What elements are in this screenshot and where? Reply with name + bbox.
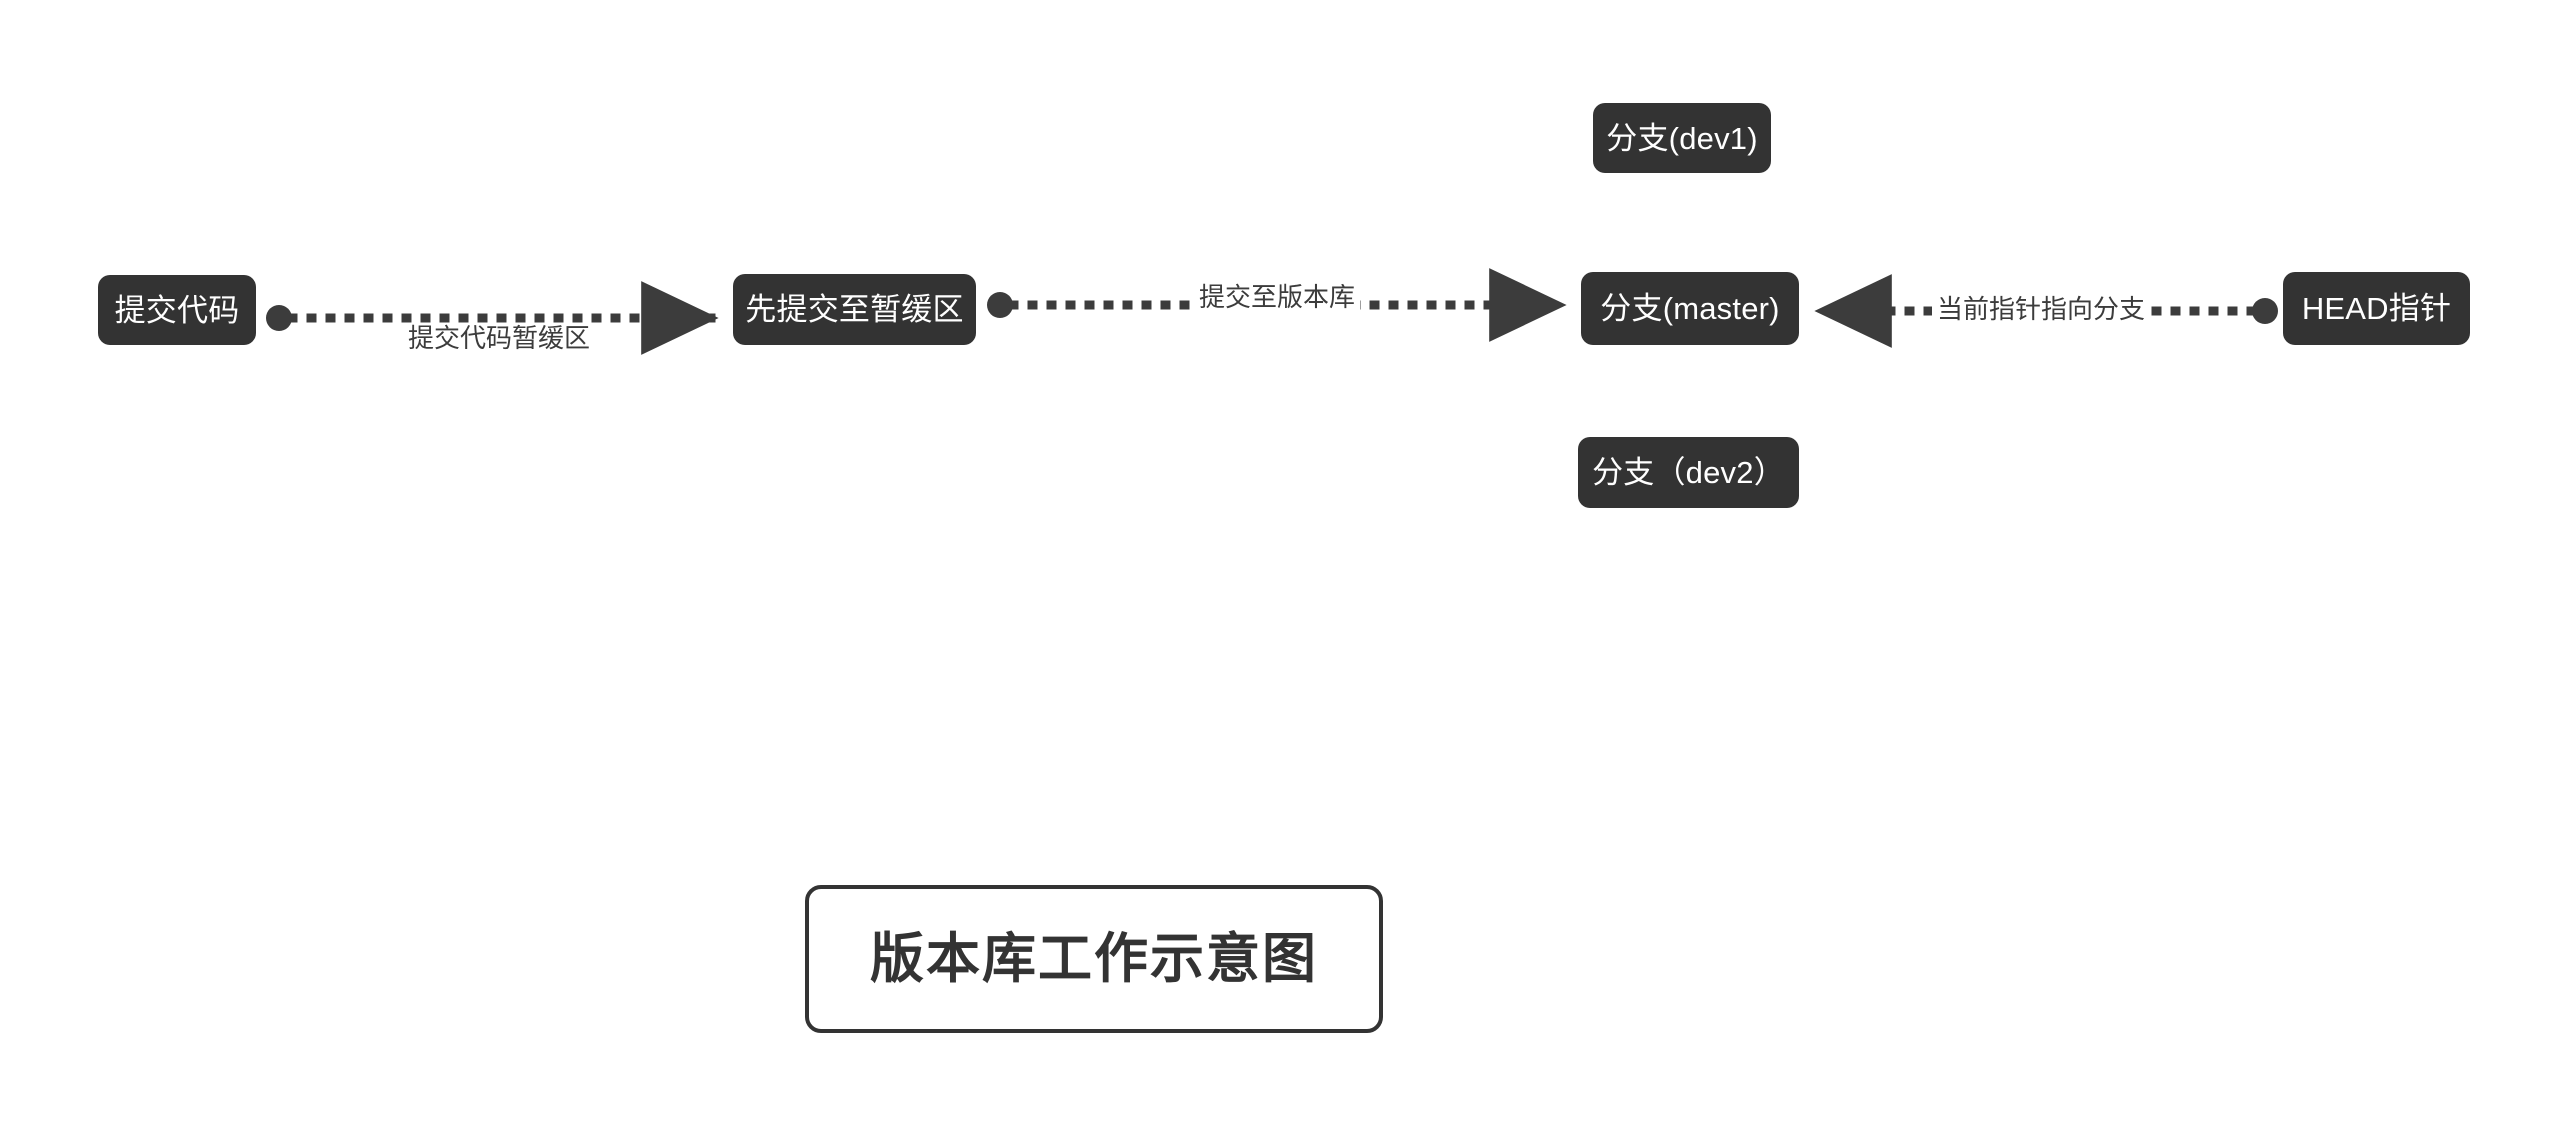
node-branch-master[interactable]: 分支(master) xyxy=(1581,272,1799,345)
node-label: HEAD指针 xyxy=(2301,291,2452,326)
edge-source-dot xyxy=(987,292,1013,318)
edge-label-staging-to-repo: 提交至版本库 xyxy=(1194,284,1361,310)
node-label: 先提交至暂缓区 xyxy=(745,292,964,327)
node-branch-dev2[interactable]: 分支（dev2） xyxy=(1578,437,1799,508)
edge-label-head-to-master: 当前指针指向分支 xyxy=(1932,296,2151,322)
edge-source-dot xyxy=(2252,298,2278,324)
node-staging-area[interactable]: 先提交至暂缓区 xyxy=(733,274,976,345)
node-commit-code[interactable]: 提交代码 xyxy=(98,275,256,345)
node-label: 提交代码 xyxy=(114,292,240,328)
node-head-pointer[interactable]: HEAD指针 xyxy=(2283,272,2470,345)
node-label: 分支（dev2） xyxy=(1592,455,1785,490)
node-branch-dev1[interactable]: 分支(dev1) xyxy=(1593,103,1771,173)
node-label: 分支(master) xyxy=(1600,291,1780,326)
diagram-title-box: 版本库工作示意图 xyxy=(805,885,1383,1033)
node-label: 分支(dev1) xyxy=(1606,120,1758,156)
edge-source-dot xyxy=(266,305,292,331)
edge-label-commit-to-staging: 提交代码暂缓区 xyxy=(403,325,596,351)
diagram-title: 版本库工作示意图 xyxy=(870,929,1318,989)
